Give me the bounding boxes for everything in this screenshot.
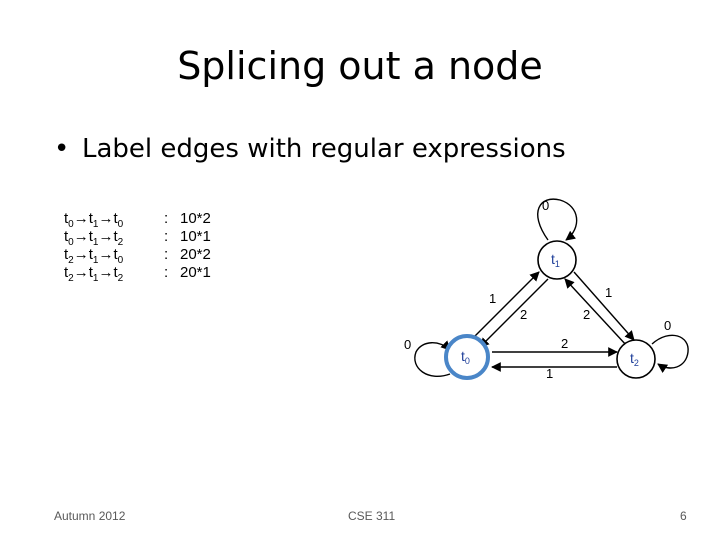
edge-label-t1-to-t2: 1 bbox=[605, 285, 612, 300]
node-label-t0: t0 bbox=[461, 348, 470, 366]
path-row: t2→t1→t0 : 20*2 bbox=[64, 246, 211, 266]
node-label-t2: t2 bbox=[630, 350, 639, 368]
edge-t1-to-t0 bbox=[479, 278, 549, 348]
path-list: t0→t1→t0 : 10*2 t0→t1→t2 : 10*1 t2→t1→t0… bbox=[64, 210, 211, 284]
node-label-t1: t1 bbox=[551, 251, 560, 269]
edge-t2-to-t1 bbox=[564, 278, 628, 347]
edge-label-t1-to-t0: 2 bbox=[520, 307, 527, 322]
edge-t1-self-loop bbox=[537, 198, 578, 241]
edge-label-t0-to-t2: 2 bbox=[561, 336, 568, 351]
path-row: t2→t1→t2 : 20*1 bbox=[64, 264, 211, 284]
footer-course: CSE 311 bbox=[348, 509, 396, 523]
bullet-item: • Label edges with regular expressions bbox=[54, 134, 566, 164]
path-sequence: t0→t1→t0 bbox=[64, 210, 124, 230]
bullet-dot-icon: • bbox=[54, 134, 70, 164]
path-sequence: t0→t1→t2 bbox=[64, 228, 124, 248]
path-separator: : bbox=[164, 246, 169, 263]
slide-title: Splicing out a node bbox=[177, 44, 543, 88]
edge-label-t2-to-t0: 1 bbox=[546, 366, 553, 381]
path-expression: 10*1 bbox=[180, 228, 211, 245]
path-separator: : bbox=[164, 210, 169, 227]
bullet-text: Label edges with regular expressions bbox=[82, 134, 566, 164]
edge-label-t2-self: 0 bbox=[664, 318, 671, 333]
edge-t0-self-loop bbox=[414, 340, 451, 377]
footer-date: Autumn 2012 bbox=[54, 509, 126, 523]
path-expression: 20*2 bbox=[180, 246, 211, 263]
edge-label-t2-to-t1: 2 bbox=[583, 307, 590, 322]
node-t1 bbox=[537, 240, 577, 280]
path-sequence: t2→t1→t0 bbox=[64, 246, 124, 266]
edge-t1-to-t2 bbox=[573, 271, 635, 341]
path-row: t0→t1→t0 : 10*2 bbox=[64, 210, 211, 230]
path-separator: : bbox=[164, 228, 169, 245]
path-sequence: t2→t1→t2 bbox=[64, 264, 124, 284]
edge-label-t1-self: 0 bbox=[542, 198, 549, 213]
edge-t0-to-t1 bbox=[470, 271, 540, 341]
edge-label-t0-self: 0 bbox=[404, 337, 411, 352]
path-separator: : bbox=[164, 264, 169, 281]
path-expression: 10*2 bbox=[180, 210, 211, 227]
edge-label-t0-to-t1: 1 bbox=[489, 291, 496, 306]
node-t2 bbox=[616, 339, 656, 379]
path-expression: 20*1 bbox=[180, 264, 211, 281]
node-t0-highlighted bbox=[444, 334, 490, 380]
path-row: t0→t1→t2 : 10*1 bbox=[64, 228, 211, 248]
footer-page-number: 6 bbox=[680, 509, 687, 523]
edge-t2-self-loop bbox=[651, 334, 689, 373]
